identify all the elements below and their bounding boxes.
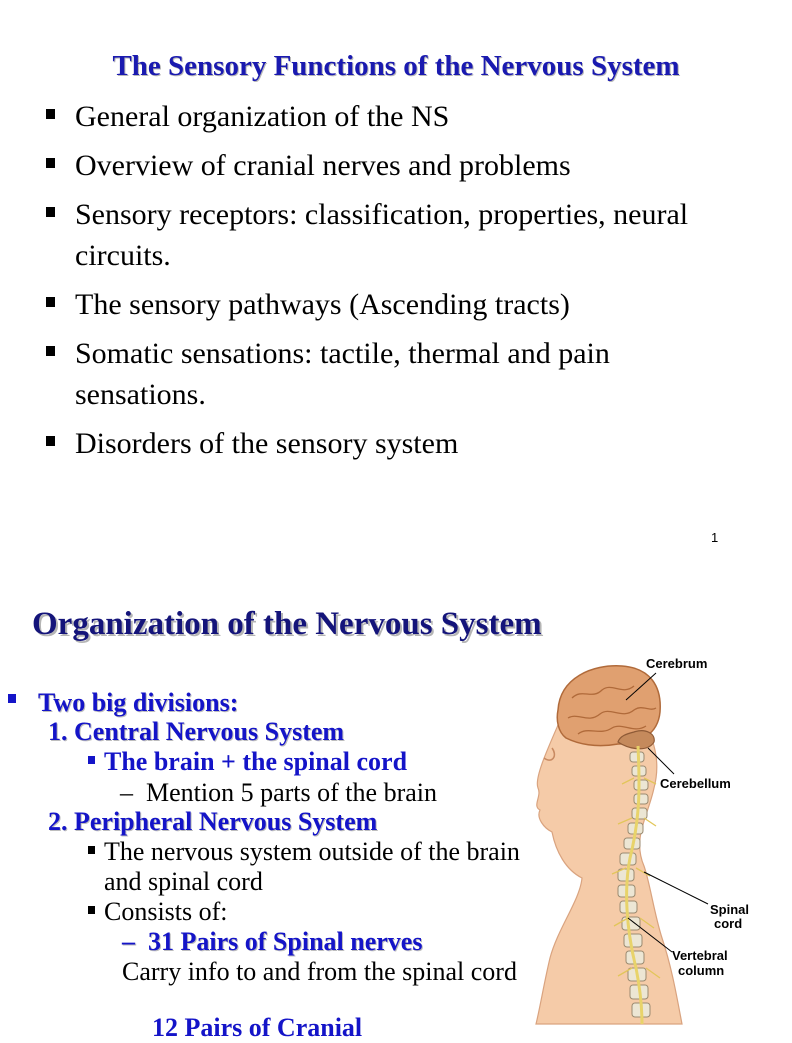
label-cerebrum: Cerebrum: [646, 656, 707, 671]
label-vertebral-line2: column: [678, 963, 724, 978]
dash-icon: –: [122, 927, 148, 956]
page-number: 1: [711, 530, 719, 545]
bullet-square-icon: [46, 207, 55, 217]
bullet-square-icon: [88, 906, 95, 914]
sub-bullet: The nervous system outside of the brain …: [88, 837, 524, 897]
label-spinal-cord-line2: cord: [714, 916, 742, 931]
list-item: Overview of cranial nerves and problems: [44, 145, 744, 186]
slide-1: The Sensory Functions of the Nervous Sys…: [44, 50, 744, 545]
cerebrum-shape: [556, 665, 661, 747]
label-spinal-cord-line1: Spinal: [710, 902, 749, 917]
numbered-item-pns: 2. Peripheral Nervous System: [48, 807, 378, 836]
slide-2-title: Organization of the Nervous System: [32, 606, 542, 642]
slide-1-title: The Sensory Functions of the Nervous Sys…: [112, 50, 680, 82]
list-item: The sensory pathways (Ascending tracts): [44, 284, 744, 325]
head-shade: [543, 747, 556, 761]
bullet-square-icon: [88, 756, 95, 764]
list-item: General organization of the NS: [44, 96, 744, 137]
sub-bullet: The brain + the spinal cord: [88, 747, 407, 777]
dash-item: – 31 Pairs of Spinal nerves: [122, 927, 423, 956]
list-item: Sensory receptors: classification, prope…: [44, 194, 744, 276]
slide-2: Organization of the Nervous System Two b…: [0, 576, 768, 1042]
bullet-square-icon: [46, 297, 55, 307]
label-vertebral-line1: Vertebral: [672, 948, 728, 963]
sub-bullet: Consists of:: [88, 897, 228, 927]
nervous-system-figure: Cerebrum Cerebellum Spinal cord Vertebra…: [535, 656, 749, 1025]
bullet-square-icon: [46, 436, 55, 446]
bullet-square-icon: [8, 694, 16, 703]
list-item: Somatic sensations: tactile, thermal and…: [44, 333, 744, 415]
label-cerebellum: Cerebellum: [660, 776, 731, 791]
dash-icon: –: [120, 778, 146, 807]
bullet-square-icon: [46, 158, 55, 168]
slide-1-bullet-list: General organization of the NS Overview …: [44, 96, 744, 472]
bullet-square-icon: [46, 346, 55, 356]
level1-item: Two big divisions:: [8, 688, 238, 718]
dash-item: – Mention 5 parts of the brain: [120, 778, 437, 807]
list-item: Disorders of the sensory system: [44, 423, 744, 464]
body-text: Carry info to and from the spinal cord: [122, 957, 517, 986]
body-silhouette: [535, 707, 683, 1025]
spinal-cord-shape: [625, 745, 644, 1025]
bullet-square-icon: [46, 109, 55, 119]
cut-off-dash-item: 12 Pairs of Cranial: [152, 1013, 363, 1042]
bullet-square-icon: [88, 846, 95, 854]
numbered-item-cns: 1. Central Nervous System: [48, 717, 345, 746]
